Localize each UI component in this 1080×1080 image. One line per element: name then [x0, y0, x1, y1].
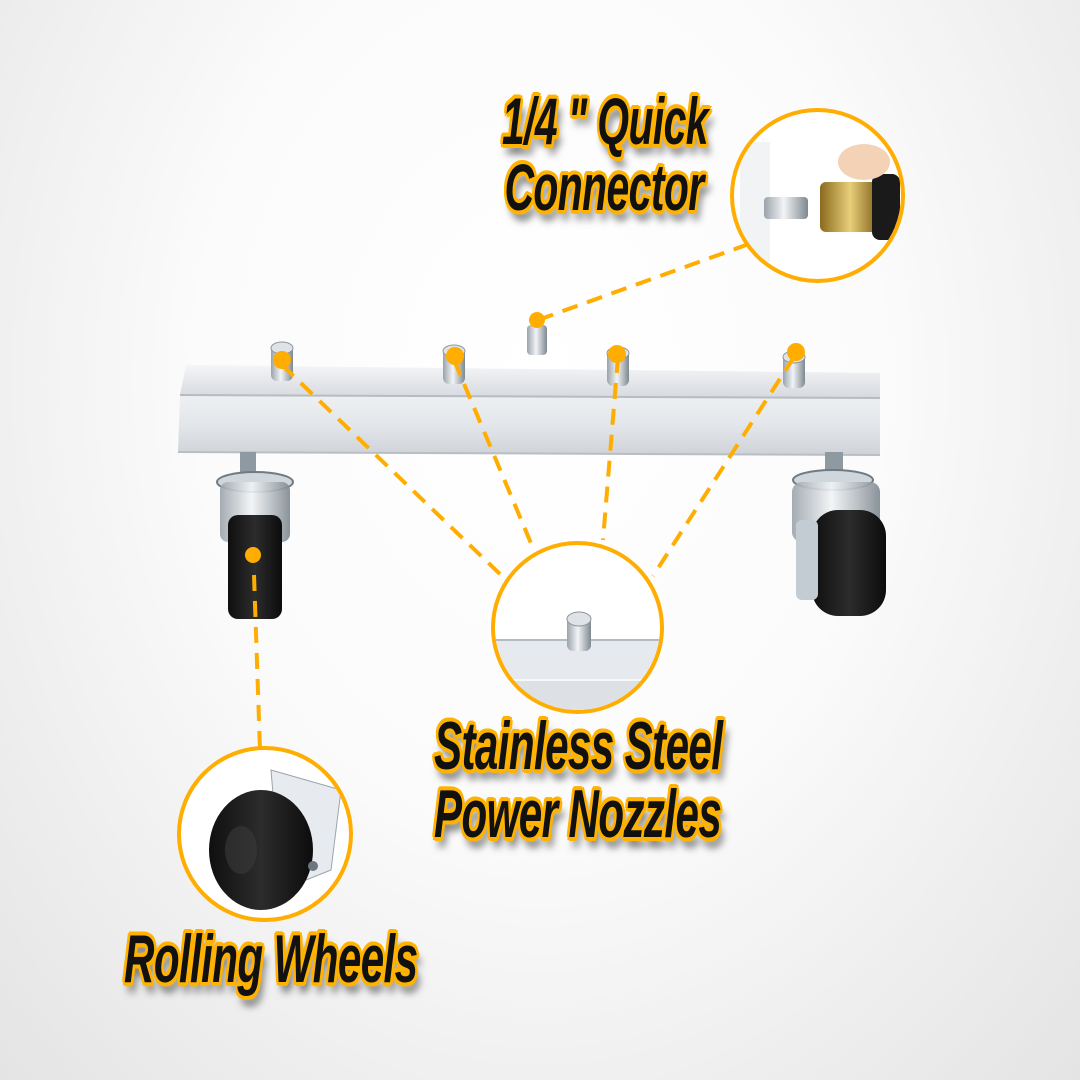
callout-lines: [252, 243, 796, 751]
nozzle-inset: [491, 541, 664, 714]
nozzles-label: Stainless Steel Power Nozzles: [434, 708, 723, 852]
label-line: Stainless Steel: [434, 708, 723, 784]
left-caster-wheel-icon: [216, 452, 294, 619]
right-caster-wheel-icon: [792, 452, 886, 616]
callout-dots: [245, 312, 805, 563]
quick-connector-inset: [730, 108, 905, 283]
steel-bar: [177, 365, 881, 456]
wheels-label: Rolling Wheels: [124, 921, 418, 997]
caster-wheel-closeup-icon: [209, 790, 313, 910]
wheel-inset: [177, 746, 353, 922]
label-line: Power Nozzles: [434, 776, 722, 852]
quick-connector-label: 1/4 " Quick Connector: [502, 84, 709, 224]
label-line: 1/4 " Quick: [502, 84, 709, 158]
label-line: Connector: [504, 150, 704, 224]
brass-coupler-icon: [820, 182, 880, 232]
label-line: Rolling Wheels: [124, 921, 418, 997]
quick-connector-inlet: [527, 325, 547, 355]
